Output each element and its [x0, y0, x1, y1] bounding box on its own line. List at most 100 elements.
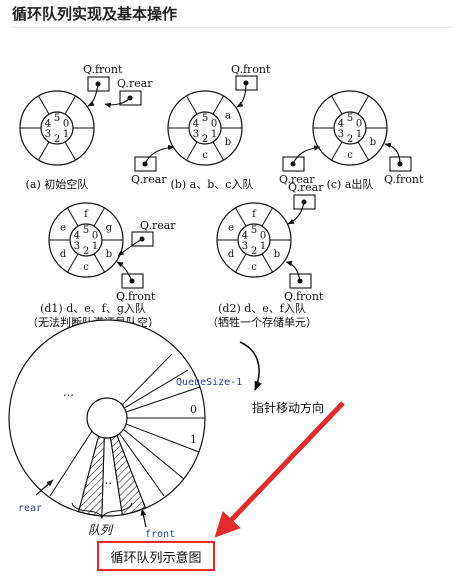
direction-arrow — [239, 341, 262, 391]
rear-arrow — [35, 479, 54, 496]
slot-divider — [186, 95, 198, 115]
slot-divider — [331, 95, 343, 115]
caption-d2: (d2) d、e、f入队 — [218, 301, 306, 315]
slot-divider — [186, 141, 198, 161]
queue-label: 队列 — [88, 523, 114, 537]
slot-index-5: 5 — [83, 225, 89, 236]
slot-index-0: 0 — [211, 118, 217, 129]
slot-content-5: f — [252, 209, 257, 220]
big-queue-ring: … … — [8, 319, 206, 517]
slot-divider — [331, 141, 343, 161]
slot-content-4: e — [228, 222, 234, 233]
slot-divider — [67, 207, 79, 227]
slot-index-2: 2 — [347, 134, 353, 145]
slot-content-3: d — [60, 249, 67, 260]
slot-divider — [64, 95, 76, 115]
slot-index-5: 5 — [202, 113, 208, 124]
slot-index-2: 2 — [54, 134, 60, 145]
caption-d1: (d1) d、e、f、g入队 — [40, 301, 146, 315]
slot-content-3: d — [228, 249, 235, 260]
label-d1-front: Q.front — [116, 290, 156, 303]
front-label: front — [145, 529, 175, 540]
slot-divider — [67, 253, 79, 273]
slot-index-4: 4 — [45, 118, 51, 129]
caption-b: (b) a、b、c入队 — [171, 177, 254, 191]
slot-divider — [212, 95, 224, 115]
slot-divider — [93, 207, 105, 227]
slot-index-5: 5 — [251, 225, 257, 236]
annotation-arrow — [214, 401, 345, 538]
label-c-rear: Q.rear — [279, 173, 315, 186]
slot-content-1: b — [274, 249, 280, 260]
slot-content-1: b — [370, 137, 376, 148]
slot-divider — [261, 207, 273, 227]
diagram-d2-pointers — [285, 194, 316, 289]
caption-a: (a) 初始空队 — [26, 177, 89, 191]
caption-box: 循环队列示意图 — [97, 541, 215, 571]
slot-divider — [212, 141, 224, 161]
slot-index-3: 3 — [193, 129, 199, 140]
slot-divider — [64, 141, 76, 161]
slot-index-2: 2 — [251, 246, 257, 257]
slot-content-2: c — [347, 150, 353, 161]
index-1-label: 1 — [190, 433, 197, 446]
slot-index-1: 1 — [260, 241, 266, 252]
slot-index-1: 1 — [356, 129, 362, 140]
front-arrow — [140, 508, 147, 528]
slot-index-3: 3 — [338, 129, 344, 140]
ellipsis-lower: … — [101, 474, 112, 487]
slot-divider — [38, 95, 50, 115]
slot-index-1: 1 — [63, 129, 69, 140]
label-d2-rear: Q.rear — [288, 181, 324, 194]
index-0-label: 0 — [190, 403, 197, 416]
label-b-front: Q.front — [231, 63, 271, 76]
slot-divider — [357, 95, 369, 115]
slot-divider — [261, 253, 273, 273]
slot-index-4: 4 — [193, 118, 199, 129]
diagram-c-pointers — [282, 142, 412, 172]
slot-content-0: g — [106, 222, 113, 233]
slot-content-0: a — [225, 110, 231, 121]
subcaption-d2: （牺牲一个存储单元） — [207, 315, 317, 329]
slot-content-2: c — [83, 262, 89, 273]
slot-content-2: c — [251, 262, 257, 273]
slot-index-1: 1 — [211, 129, 217, 140]
slot-divider — [93, 253, 105, 273]
title-divider — [12, 27, 452, 28]
ellipsis-upper: … — [63, 386, 74, 399]
slot-index-5: 5 — [347, 113, 353, 124]
slot-divider — [235, 207, 247, 227]
label-d1-rear: Q.rear — [140, 219, 176, 232]
queuesize-label: QueueSize-1 — [176, 377, 242, 388]
slot-content-1: b — [106, 249, 112, 260]
slot-index-3: 3 — [45, 129, 51, 140]
slot-index-3: 3 — [74, 241, 80, 252]
slot-index-1: 1 — [92, 241, 98, 252]
label-a-rear: Q.rear — [117, 77, 153, 90]
slot-divider — [235, 253, 247, 273]
slot-content-2: c — [202, 150, 208, 161]
slot-index-5: 5 — [54, 113, 60, 124]
queue-brace — [71, 502, 133, 520]
slot-content-4: e — [60, 222, 66, 233]
label-a-front: Q.front — [83, 63, 123, 76]
label-c-front: Q.front — [384, 173, 424, 186]
page-title: 循环队列实现及基本操作 — [12, 5, 178, 23]
diagram-d1-pointers — [116, 231, 154, 289]
slot-index-4: 4 — [242, 230, 248, 241]
caption-c: (c) a出队 — [327, 177, 374, 191]
slot-index-4: 4 — [338, 118, 344, 129]
slot-divider — [357, 141, 369, 161]
diagram-b-pointers — [134, 75, 258, 172]
label-d2-front: Q.front — [284, 290, 324, 303]
slot-index-0: 0 — [92, 230, 98, 241]
direction-label: 指针移动方向 — [252, 400, 324, 415]
label-b-rear: Q.rear — [131, 173, 167, 186]
